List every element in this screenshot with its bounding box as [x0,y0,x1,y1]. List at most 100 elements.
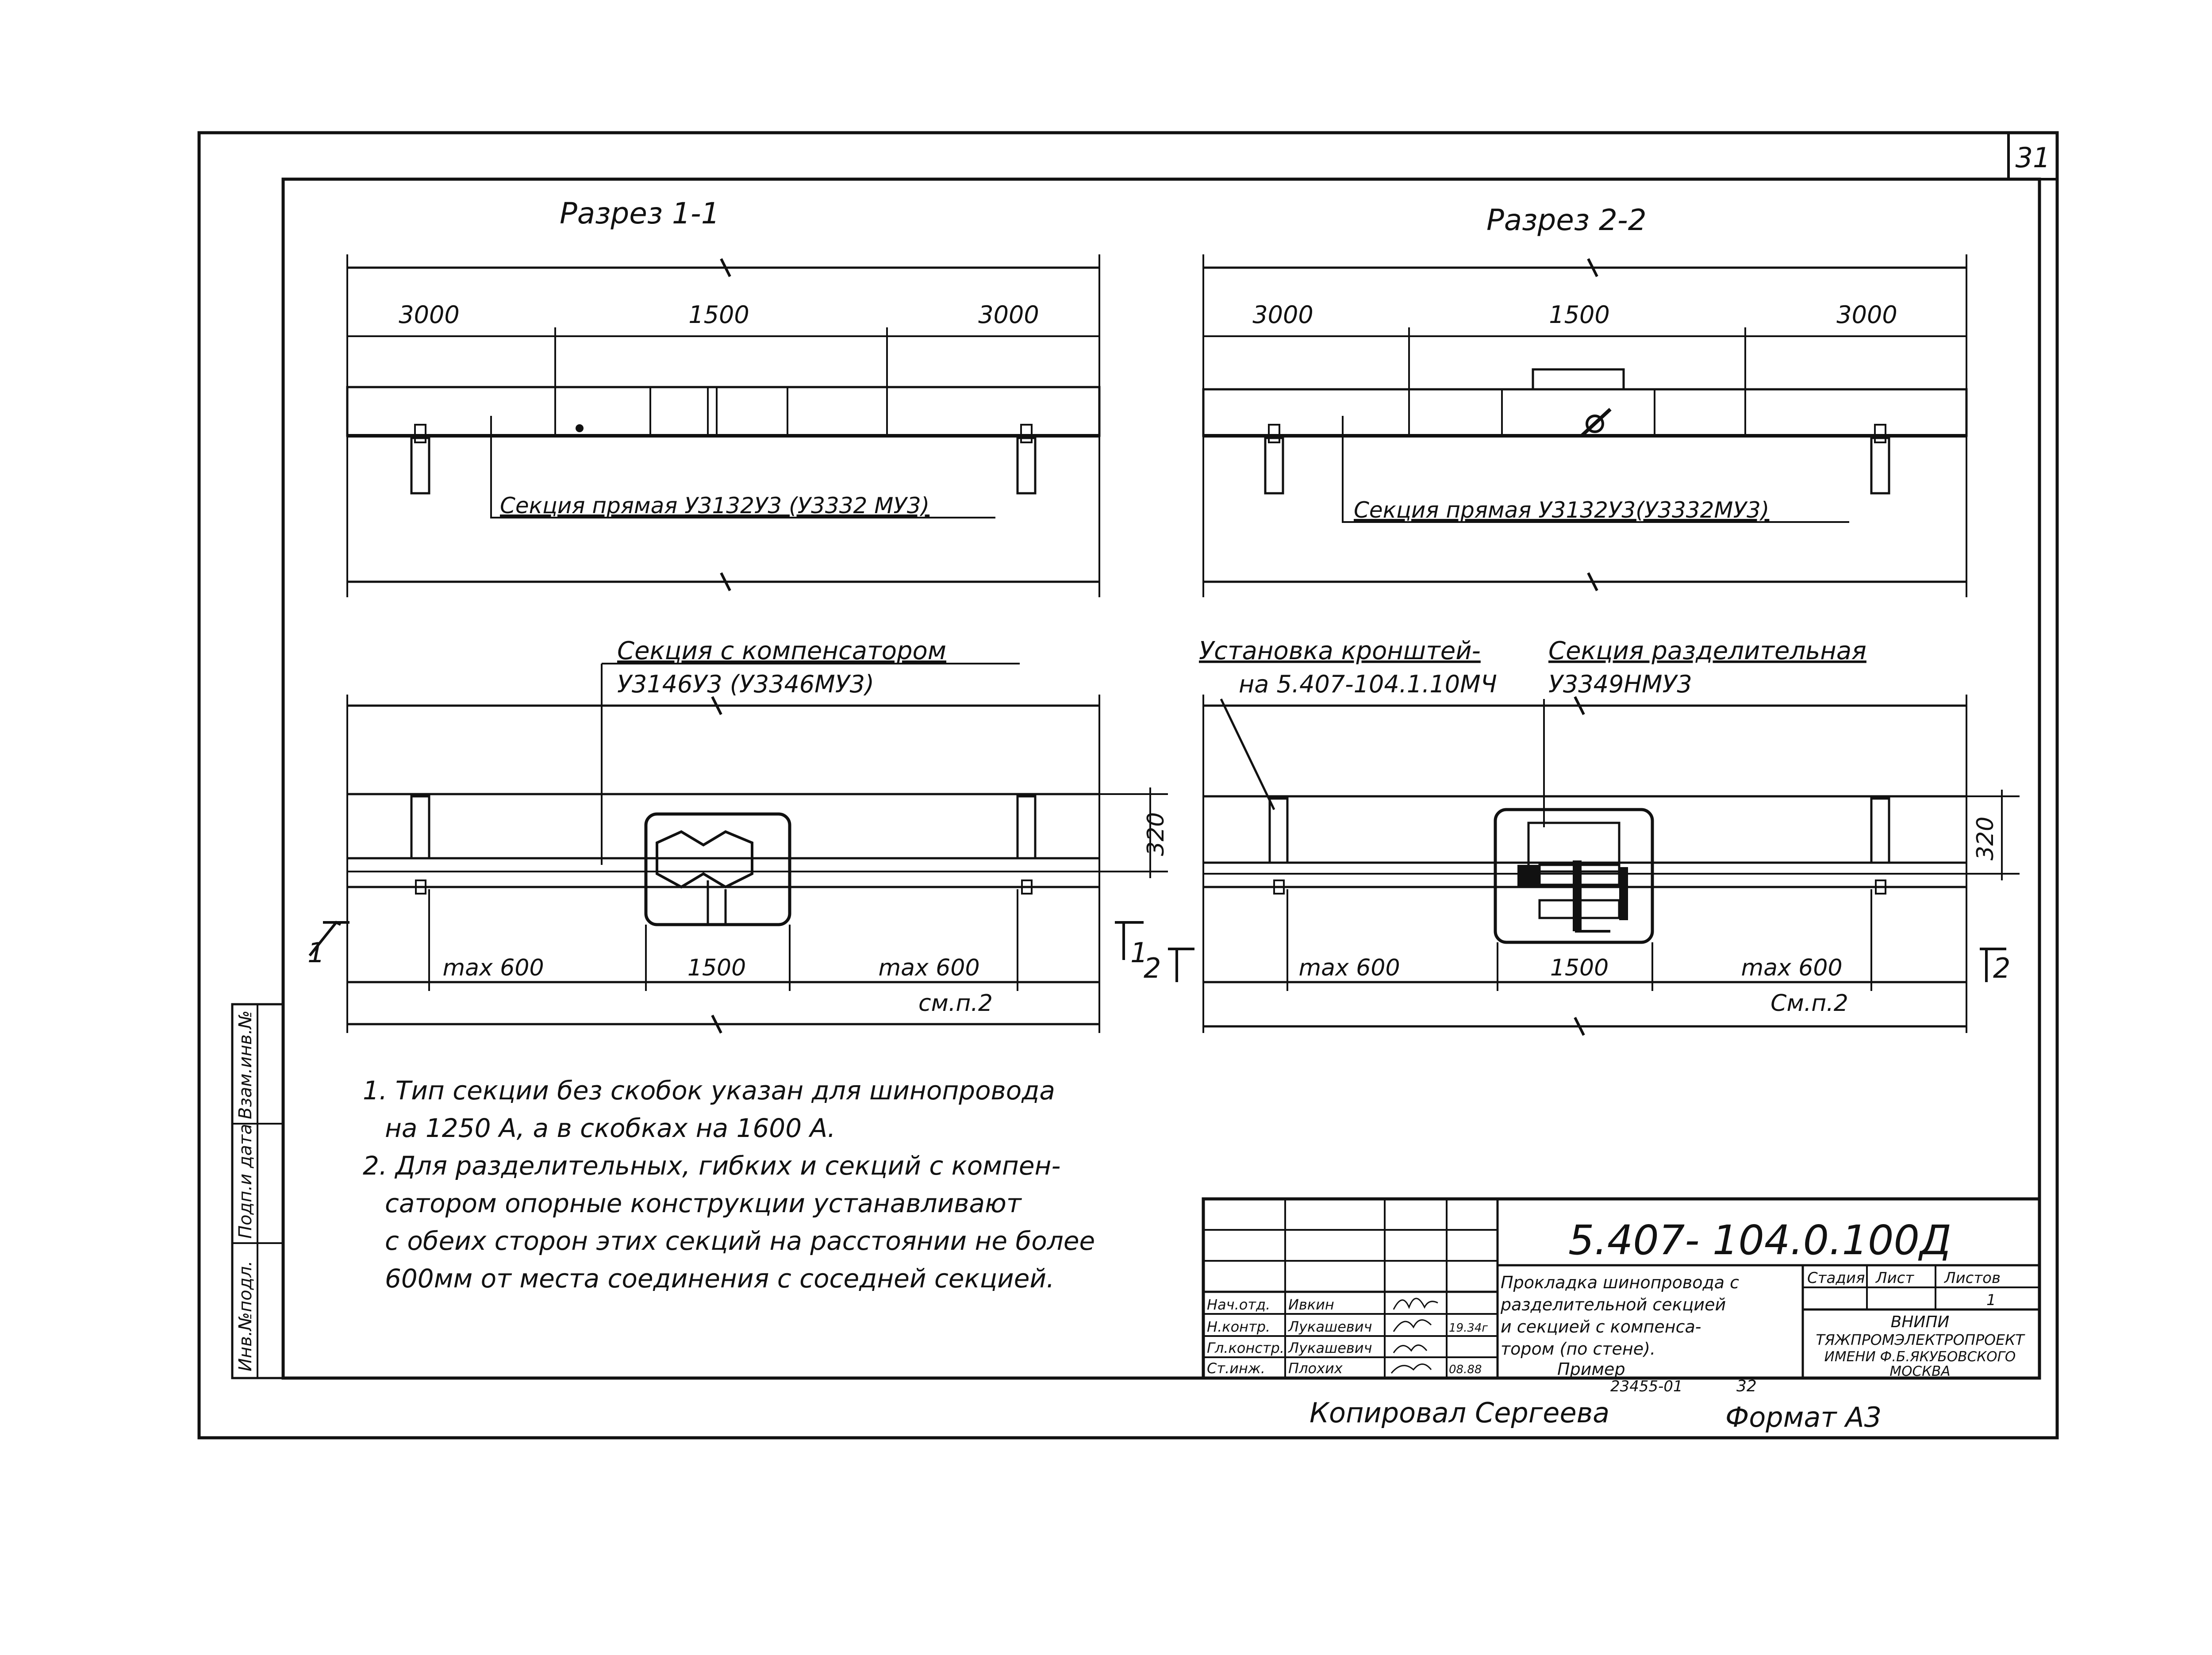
plan-2-label-b2: У3349НМУ3 [1548,670,1692,698]
plan-1-dim-left: max 600 [442,955,544,981]
inventory-sheet: 32 [1736,1377,1757,1395]
bracket-1a [410,437,430,495]
svg-text:разделительной секцией: разделительной секцией [1500,1295,1726,1314]
svg-text:19.34г: 19.34г [1449,1321,1488,1335]
svg-text:Нач.отд.: Нач.отд. [1207,1296,1270,1313]
plan-1-dim-right: max 600 [878,955,979,981]
separator-contacts [1517,822,1628,933]
plan-1-ref: см.п.2 [918,990,993,1017]
svg-text:Прокладка шинопровода с: Прокладка шинопровода с [1501,1273,1739,1292]
svg-text:Пример: Пример [1557,1359,1625,1379]
sheet-label: Лист [1875,1269,1914,1287]
svg-text:ТЯЖПРОМЭЛЕКТРОПРОЕКТ: ТЯЖПРОМЭЛЕКТРОПРОЕКТ [1816,1331,2025,1348]
section-1-dim-mid: 1500 [688,301,749,329]
svg-text:Лукашевич: Лукашевич [1288,1340,1372,1356]
cut-mark-1-left: 1 [307,921,349,969]
section-1-title: Разрез 1-1 [560,196,720,230]
section-1-dim-left: 3000 [399,301,459,329]
stamp-row-4: Ст.инж. Плохих 08.88 [1207,1360,1482,1377]
plan-1-bracket-a [410,795,430,860]
plan-2-label-b1: Секция разделительная [1548,637,1866,665]
section-1-view: Разрез 1-1 3000 1500 3000 Секция прямая … [346,196,1101,597]
plan-1-view: Секция с компенсатором У3146У3 (У3346МУ3… [307,637,1169,1034]
separator-cap [1532,368,1625,391]
side-label-inventory: Инв.№подл. [235,1260,256,1371]
svg-text:Плохих: Плохих [1288,1360,1343,1377]
svg-text:2: 2 [1144,952,1161,984]
svg-text:Гл.констр.: Гл.констр. [1207,1340,1284,1356]
organization: ВНИПИ ТЯЖПРОМЭЛЕКТРОПРОЕКТ ИМЕНИ Ф.Б.ЯКУ… [1816,1313,2025,1379]
bracket-1b [1016,437,1037,495]
stamp-row-2: Н.контр. Лукашевич 19.34г [1207,1318,1488,1335]
outer-frame [197,131,2059,1440]
section-2-view: Разрез 2-2 3000 1500 3000 Секция прямая … [1202,203,1968,597]
section-2-title: Разрез 2-2 [1486,203,1647,237]
section-1-dim-right: 3000 [978,301,1039,329]
plan-2-label-a2: на 5.407-104.1.10МЧ [1239,670,1497,698]
section-2-label: Секция прямая У3132У3(У3332МУ3) [1354,497,1769,523]
title-block: Нач.отд. Ивкин Н.контр. Лукашевич 19.34г… [1202,1197,2041,1380]
cut-mark-1-right: 1 [1115,921,1148,969]
sheets-label: Листов [1943,1269,2001,1287]
note-line-2: на 1250 А, а в скобках на 1600 А. [385,1113,836,1143]
plan-2-dim-right: max 600 [1741,955,1842,981]
svg-text:тором (по стене).: тором (по стене). [1501,1339,1655,1359]
plan-2-height-dim: 320 [1972,817,1999,860]
note-line-5: с обеих сторон этих секций на расстоянии… [385,1226,1095,1256]
binding-margin: Инв.№подл. Подп.и дата Взам.инв.№ [231,1003,284,1379]
plan-1-bracket-b [1016,795,1037,860]
section-2-dim-mid: 1500 [1549,301,1609,329]
note-line-3: 2. Для разделительных, гибких и секций с… [363,1151,1060,1181]
busway-body-1 [346,386,1101,437]
inventory-number: 23455-01 [1610,1378,1683,1395]
plan-1-label-1: Секция с компенсатором [617,637,946,665]
plan-1-label-2: У3146У3 (У3346МУ3) [617,670,874,698]
sheet-number-box [2007,131,2058,180]
note-line-1: 1. Тип секции без скобок указан для шино… [363,1075,1055,1106]
plan-2-ref: См.п.2 [1770,990,1848,1017]
sheet-format: Формат А3 [1725,1401,1882,1433]
section-2-dim-left: 3000 [1252,301,1313,329]
stamp-row-1: Нач.отд. Ивкин [1207,1296,1438,1313]
cut-mark-2-right: 2 [1980,948,2010,984]
plan-2-dim-mid: 1500 [1550,955,1609,981]
section-1-label: Секция прямая У3132У3 (У3332 МУ3) [500,493,929,518]
svg-text:МОСКВА: МОСКВА [1889,1363,1950,1379]
svg-text:1: 1 [307,937,325,969]
side-label-signature: Подп.и дата [235,1124,256,1239]
plan-1-height-dim: 320 [1143,812,1169,856]
svg-text:08.88: 08.88 [1449,1363,1482,1376]
plan-2-label-a1: Установка кронштей- [1199,637,1481,665]
compensator-box [644,812,791,926]
bracket-2b [1870,437,1890,495]
separator-box [1494,808,1654,944]
busway-body-2 [1202,388,1968,437]
stage-label: Стадия [1807,1269,1865,1287]
copied-by: Копировал Сергеева [1310,1397,1609,1429]
svg-text:ВНИПИ: ВНИПИ [1891,1313,1950,1331]
sheet-number: 31 [2016,142,2051,174]
compensator-bellows [656,830,753,889]
notes-block: 1. Тип секции без скобок указан для шино… [363,1075,1095,1294]
plan-2-bracket-a [1268,797,1289,864]
document-code: 5.407- 104.0.100Д [1568,1217,1951,1264]
note-line-4: сатором опорные конструкции устанавливаю… [385,1188,1022,1218]
sheets-value: 1 [1986,1291,1996,1309]
side-label-replace: Взам.инв.№ [235,1010,256,1119]
svg-text:и секцией с компенса-: и секцией с компенса- [1501,1317,1701,1336]
plan-2-view: Установка кронштей- на 5.407-104.1.10МЧ … [1144,637,2020,1036]
svg-text:Ст.инж.: Ст.инж. [1207,1360,1265,1377]
document-title: Прокладка шинопровода с разделительной с… [1500,1273,1739,1379]
plan-1-dim-mid: 1500 [687,955,746,981]
stamp-row-3: Гл.констр. Лукашевич [1207,1340,1428,1356]
svg-text:Ивкин: Ивкин [1288,1296,1334,1313]
plan-2-bracket-b [1870,797,1890,864]
svg-text:Н.контр.: Н.контр. [1207,1318,1270,1335]
section-2-dim-right: 3000 [1836,301,1897,329]
svg-text:ИМЕНИ Ф.Б.ЯКУБОВСКОГО: ИМЕНИ Ф.Б.ЯКУБОВСКОГО [1824,1349,2016,1365]
disconnector-symbol [1580,408,1612,437]
cut-mark-2-left: 2 [1144,948,1194,984]
note-line-6: 600мм от места соединения с соседней сек… [385,1263,1055,1294]
plan-2-dim-left: max 600 [1298,955,1400,981]
